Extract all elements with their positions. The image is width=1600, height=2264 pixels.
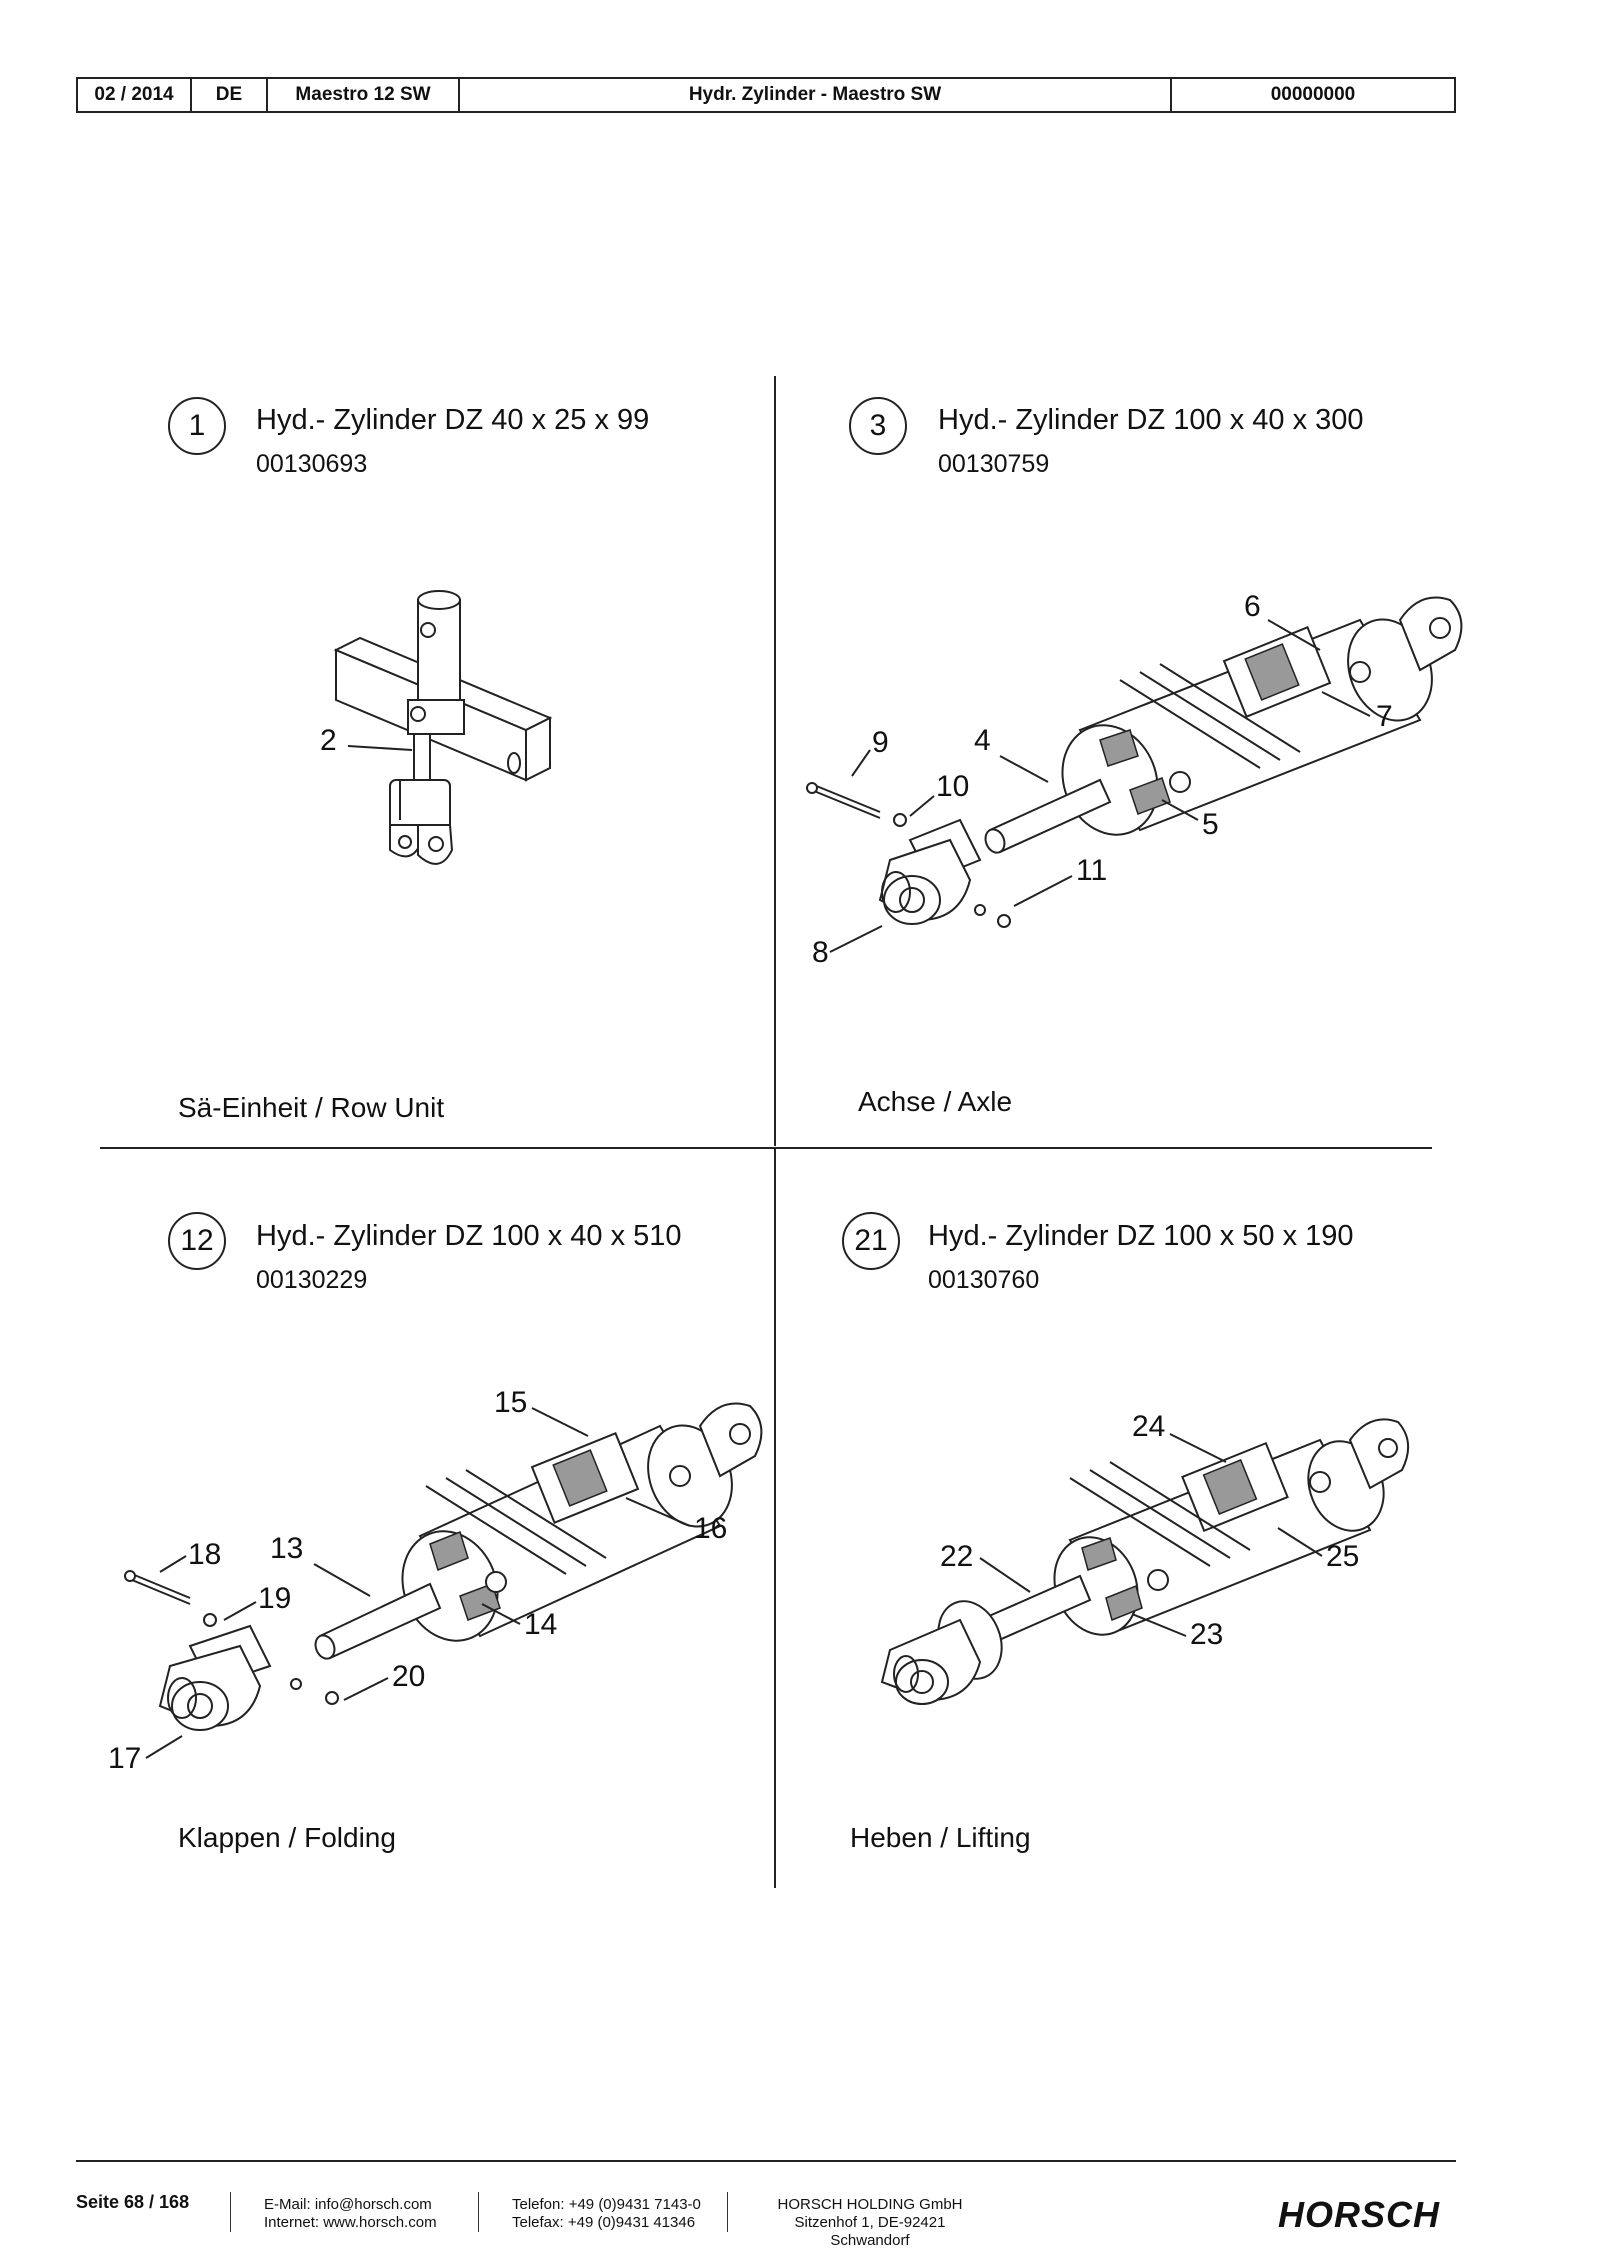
section-part-number: 00130759: [938, 450, 1050, 478]
callout-label: 8: [812, 936, 829, 969]
callout-label: 14: [524, 1608, 557, 1641]
section-number-badge: 3: [849, 397, 907, 455]
section-part-number: 00130693: [256, 450, 368, 478]
footer-separator: [478, 2192, 479, 2232]
section-caption: Achse / Axle: [858, 1086, 1013, 1117]
footer-company: HORSCH HOLDING GmbH: [777, 2196, 963, 2213]
footer-separator: [230, 2192, 231, 2232]
footer-contact-web: E-Mail: info@horsch.com Internet: www.ho…: [264, 2196, 437, 2232]
section-title: Hyd.- Zylinder DZ 100 x 40 x 510: [256, 1220, 682, 1252]
callout-label: 7: [1376, 700, 1393, 733]
callout-label: 17: [108, 1742, 141, 1775]
section-title: Hyd.- Zylinder DZ 40 x 25 x 99: [256, 404, 650, 436]
footer-company-block: HORSCH HOLDING GmbH Sitzenhof 1, DE-9242…: [760, 2196, 980, 2250]
callout-label: 22: [940, 1540, 973, 1573]
section-caption: Sä-Einheit / Row Unit: [178, 1092, 445, 1123]
header-language: DE: [192, 79, 268, 111]
divider-horizontal: [100, 1147, 1432, 1149]
footer-phone: Telefon: +49 (0)9431 7143-0: [512, 2196, 701, 2213]
section-number-badge: 12: [168, 1212, 226, 1270]
section-number-badge: 21: [842, 1212, 900, 1270]
footer-separator: [727, 2192, 728, 2232]
header-title: Hydr. Zylinder - Maestro SW: [460, 79, 1172, 111]
header-table: 02 / 2014 DE Maestro 12 SW Hydr. Zylinde…: [76, 77, 1456, 113]
callout-label: 23: [1190, 1618, 1223, 1651]
divider-vertical-bottom: [774, 1148, 776, 1888]
section-title: Hyd.- Zylinder DZ 100 x 40 x 300: [938, 404, 1364, 436]
drawing-axle-cylinder: 6 7 9 4 10 5 11 8: [806, 590, 1463, 969]
footer-rule: [76, 2160, 1456, 2162]
drawing-lifting-cylinder: 24 22 25 23: [880, 1410, 1409, 1705]
footer-contact-phone: Telefon: +49 (0)9431 7143-0 Telefax: +49…: [512, 2196, 701, 2232]
drawing-folding-cylinder: 15 16 18 13 19 14 20 17: [108, 1386, 763, 1775]
footer-internet: Internet: www.horsch.com: [264, 2214, 437, 2231]
callout-label: 16: [694, 1512, 727, 1545]
footer-fax: Telefax: +49 (0)9431 41346: [512, 2214, 696, 2231]
header-date: 02 / 2014: [78, 79, 192, 111]
callout-label: 11: [1076, 854, 1107, 887]
callout-label: 20: [392, 1660, 425, 1693]
drawing-row-unit-cylinder: 2: [320, 590, 553, 865]
header-machine: Maestro 12 SW: [268, 79, 460, 111]
footer-email: E-Mail: info@horsch.com: [264, 2196, 432, 2213]
divider-vertical-top: [774, 376, 776, 1146]
callout-label: 15: [494, 1386, 527, 1419]
section-number-badge: 1: [168, 397, 226, 455]
section-caption: Heben / Lifting: [850, 1822, 1031, 1853]
callout-label: 9: [872, 726, 889, 759]
section-part-number: 00130760: [928, 1266, 1040, 1294]
callout-label: 19: [258, 1582, 291, 1615]
callout-label: 4: [974, 724, 991, 757]
callout-label: 2: [320, 724, 337, 757]
footer-address: Sitzenhof 1, DE-92421 Schwandorf: [794, 2214, 946, 2249]
callout-label: 18: [188, 1538, 221, 1571]
callout-label: 6: [1244, 590, 1261, 623]
horsch-logo: HORSCH: [1278, 2194, 1441, 2235]
callout-label: 25: [1326, 1540, 1359, 1573]
callout-label: 24: [1132, 1410, 1165, 1443]
callout-label: 10: [936, 770, 969, 803]
callout-label: 5: [1202, 808, 1219, 841]
callout-label: 13: [270, 1532, 303, 1565]
page-number: Seite 68 / 168: [76, 2192, 190, 2212]
section-caption: Klappen / Folding: [178, 1822, 396, 1853]
section-part-number: 00130229: [256, 1266, 368, 1294]
header-code: 00000000: [1270, 84, 1356, 105]
section-title: Hyd.- Zylinder DZ 100 x 50 x 190: [928, 1220, 1354, 1252]
